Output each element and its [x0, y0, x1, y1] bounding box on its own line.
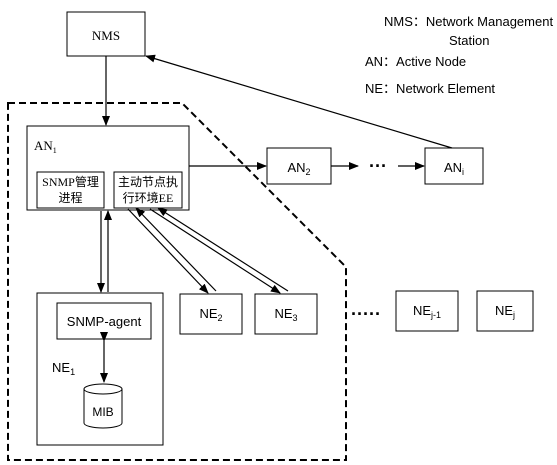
legend-ne-line: NE：Network Element [365, 81, 495, 96]
arrow-ne3-to-ee [157, 207, 289, 292]
arrow-ee-to-ne3 [149, 208, 281, 294]
active-env-line1: 主动节点执 [118, 175, 178, 189]
snmp-process-line2: 进程 [58, 190, 82, 205]
connectors [97, 54, 453, 383]
ne-ellipsis: ····· [351, 304, 381, 324]
mib-label: MIB [92, 405, 113, 419]
mib-database-icon: MIB [83, 383, 123, 429]
ne2-node: NE2 [179, 293, 243, 335]
snmp-process-line1: SNMP管理 [42, 174, 99, 189]
active-node-domain-boundary [7, 102, 347, 461]
an1-label: AN1 [34, 138, 57, 155]
an2-label: AN2 [287, 160, 310, 177]
arrow-ani-to-nms [145, 54, 453, 149]
nms-node: NMS [66, 11, 146, 57]
legend: NMS：Network Management Station AN：Active… [365, 14, 553, 96]
nej-label: NEj [495, 303, 515, 320]
snmp-agent-label: SNMP-agent [67, 314, 142, 329]
ne3-label: NE3 [274, 306, 297, 323]
legend-nms-line: NMS：Network Management [384, 14, 553, 29]
ne3-node: NE3 [254, 293, 318, 335]
ani-node: ANi [424, 147, 484, 185]
nms-label: NMS [92, 28, 120, 43]
arrow-ee-to-ne2 [127, 208, 209, 294]
an2-node: AN2 [266, 147, 332, 185]
nej-node: NEj [476, 290, 534, 332]
arrow-ne2-to-ee [135, 207, 217, 292]
legend-nms-line-cont: Station [449, 33, 489, 48]
ne1-label: NE1 [52, 360, 75, 377]
active-env-line2: 行环境EE [123, 190, 174, 205]
legend-an-line: AN：Active Node [365, 54, 466, 69]
active-execution-environment: 主动节点执 行环境EE [113, 171, 183, 209]
ne2-label: NE2 [199, 306, 222, 323]
snmp-manager-process: SNMP管理 进程 [36, 171, 105, 209]
an-ellipsis: ··· [369, 156, 387, 176]
ani-label: ANi [444, 160, 464, 177]
nej-minus-1-node: NEj-1 [395, 290, 459, 332]
snmp-agent: SNMP-agent [56, 302, 152, 340]
nej-minus-1-label: NEj-1 [413, 303, 441, 320]
